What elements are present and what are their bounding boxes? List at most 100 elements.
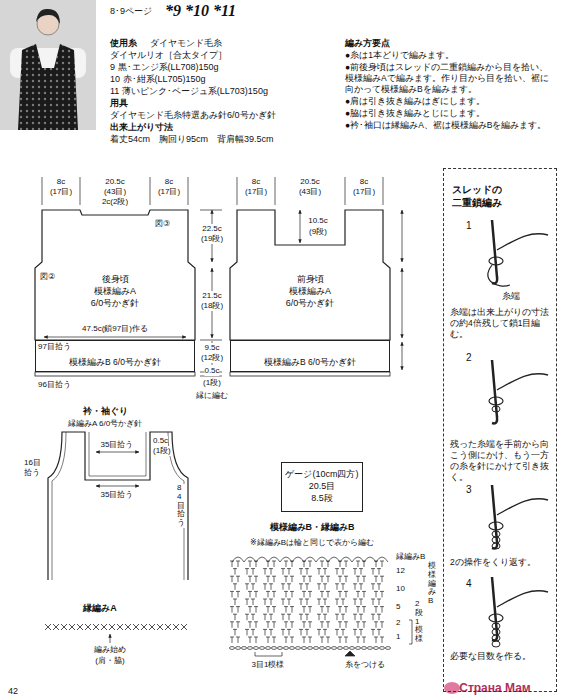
stitch-symbol — [374, 591, 378, 597]
stitch-symbol — [362, 607, 366, 613]
stitch-symbol — [245, 599, 249, 605]
label: (9段) — [309, 227, 327, 237]
stitch-symbol — [236, 622, 240, 628]
node-text: スレッドの二重鎖編み — [452, 183, 507, 209]
stitch-symbol — [353, 569, 357, 575]
label: 糸をつける — [345, 660, 385, 670]
stitch-chart — [229, 557, 390, 649]
label: 20.5c — [300, 177, 320, 187]
hook — [492, 220, 497, 283]
label: 用具 — [110, 98, 128, 109]
label: 衿・袖ぐり — [83, 406, 128, 417]
stitch-symbol — [362, 591, 366, 597]
stitch-symbol — [254, 607, 258, 613]
label: 図② — [40, 272, 55, 282]
stitch-symbol — [269, 599, 273, 605]
front-outline — [230, 210, 390, 340]
stitch-symbol — [230, 637, 234, 643]
stitch-symbol — [272, 561, 276, 567]
stitch-symbol — [290, 607, 294, 613]
sc-symbol — [125, 624, 131, 630]
edging-symbol — [316, 557, 328, 562]
stitch-symbol — [335, 599, 339, 605]
chart-brackets — [255, 620, 412, 656]
stitch-symbol — [377, 599, 381, 605]
label: ※縁編みBは輪と同じで表から編む — [250, 538, 374, 548]
stitch-symbol — [305, 629, 309, 635]
sc-symbol — [133, 624, 139, 630]
edging-symbol — [304, 557, 316, 562]
front-hem-edge — [230, 372, 390, 376]
stitch-symbol — [284, 576, 288, 582]
stitch-symbol — [344, 591, 348, 597]
stitch-symbol — [290, 637, 294, 643]
node-text: 前身頃 — [297, 274, 324, 286]
stitch-symbol — [326, 637, 330, 643]
label: 16目拾う — [24, 458, 46, 479]
stitch-symbol — [266, 591, 270, 597]
stitch-symbol — [323, 614, 327, 620]
stitch-symbol — [284, 561, 288, 567]
chain — [492, 641, 500, 647]
sc-symbol — [61, 624, 67, 630]
yarn — [497, 499, 548, 515]
stitch-symbol — [380, 561, 384, 567]
stitch-symbol — [290, 622, 294, 628]
stitch-symbol — [377, 569, 381, 575]
node-text: 模様編みB 6/0号かぎ針 — [264, 357, 356, 368]
photo — [0, 0, 96, 130]
stitch-symbol — [341, 584, 345, 590]
node-text: 模様編みA — [94, 286, 136, 298]
stitch-symbol — [254, 591, 258, 597]
chain-symbol — [301, 647, 306, 650]
label: (43目) — [104, 187, 126, 197]
sc-symbol — [109, 624, 115, 630]
chain-symbol — [295, 647, 300, 650]
label: 11 薄いピンク･ベージュ系(LL703)150g — [110, 86, 268, 97]
label: 21.5c — [202, 291, 222, 301]
body-piece: 後身頃模様編みA6/0号かぎ針 — [60, 270, 170, 314]
stitch-symbol — [356, 576, 360, 582]
stitch-symbol — [320, 637, 324, 643]
stitch-symbol — [236, 591, 240, 597]
label: 9.5c — [204, 343, 219, 353]
edging-outline — [48, 432, 188, 580]
stitch-symbol — [263, 599, 267, 605]
stitch-symbol — [359, 614, 363, 620]
label: 10.5c — [308, 216, 328, 226]
photo-vest — [18, 44, 78, 130]
edging-symbol — [340, 557, 352, 562]
chain — [492, 623, 500, 629]
stitch-symbol — [362, 576, 366, 582]
label: 縁編みA 6/0号かぎ針 — [68, 419, 142, 429]
label: (1段) — [203, 378, 221, 388]
label: ●衿･袖口は縁編みA、裾は模様編みBを編みます。 — [345, 120, 553, 131]
stitch-symbol — [356, 591, 360, 597]
stitch-symbol — [371, 599, 375, 605]
yarn-tail — [488, 265, 510, 286]
body-piece: 前身頃模様編みA6/0号かぎ針 — [255, 270, 365, 314]
stitch-symbol — [251, 569, 255, 575]
stitch-symbol — [266, 637, 270, 643]
label: 97目拾う — [38, 342, 71, 352]
stitch-symbol — [323, 599, 327, 605]
node-text: 4 — [466, 577, 472, 590]
label: 使用糸 — [110, 38, 137, 49]
stitch-symbol — [380, 576, 384, 582]
label: 35目拾う — [101, 490, 134, 500]
stitch-symbol — [245, 584, 249, 590]
stitch-symbol — [254, 622, 258, 628]
stitch-symbol — [236, 607, 240, 613]
stitch-symbol — [251, 584, 255, 590]
stitch-symbol — [302, 637, 306, 643]
sc-symbol — [77, 624, 83, 630]
stitch-symbol — [308, 561, 312, 567]
chain-symbol — [247, 647, 252, 650]
loop — [489, 397, 503, 405]
label: 2段1模様 — [415, 600, 423, 644]
stitch-symbol — [284, 637, 288, 643]
stitch-symbol — [377, 584, 381, 590]
stitch-symbol — [335, 569, 339, 575]
label: (17目) — [353, 187, 375, 197]
stitch-symbol — [263, 584, 267, 590]
